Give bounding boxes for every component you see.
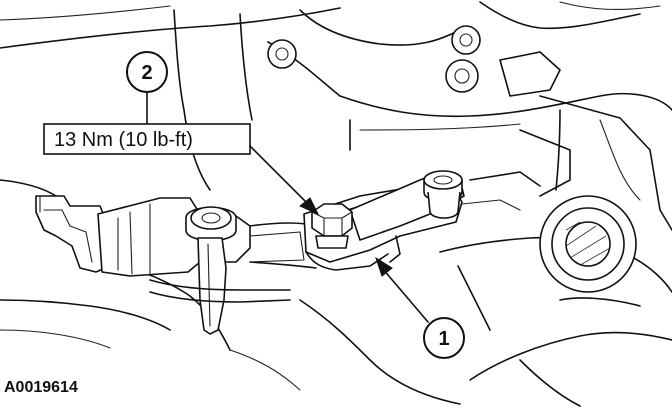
callout-2: 2 — [126, 51, 168, 125]
callout-1-arrowhead — [375, 256, 393, 277]
callout-2-number: 2 — [141, 62, 152, 84]
torque-arrowhead — [299, 197, 320, 216]
callout-2-circle — [126, 51, 168, 93]
output-shaft-boss — [539, 195, 637, 293]
callout-1: 1 — [375, 256, 465, 359]
torque-spec-box — [43, 123, 251, 155]
upper-mounting-bosses — [267, 25, 561, 97]
figure-id: A0019614 — [4, 379, 78, 396]
callout-1-circle — [423, 317, 465, 359]
linkage-rod — [149, 279, 291, 303]
selector-lever-assembly — [303, 170, 541, 271]
torque-spec-label: 13 Nm (10 lb-ft) — [54, 129, 193, 151]
callout-1-number: 1 — [438, 328, 449, 350]
torque-spec: 13 Nm (10 lb-ft) — [43, 123, 320, 216]
cable-retaining-pin — [185, 206, 237, 335]
cable-bracket — [35, 195, 111, 273]
